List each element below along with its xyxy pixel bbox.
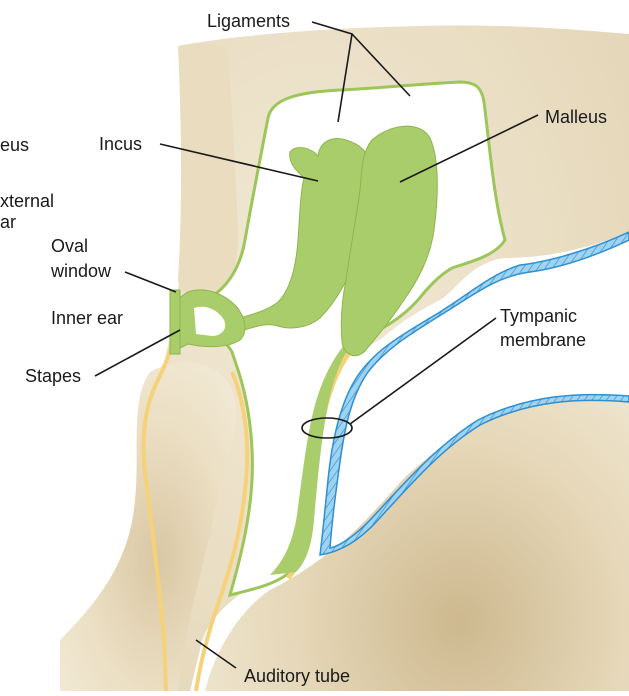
label-malleus-cut: eus: [0, 135, 29, 155]
label-stapes: Stapes: [25, 366, 81, 386]
label-ligaments: Ligaments: [207, 11, 290, 31]
upper-left-bone: [178, 44, 238, 298]
label-tympanic-line1: Tympanic: [500, 306, 577, 326]
label-malleus: Malleus: [545, 107, 607, 127]
label-auditory-tube: Auditory tube: [244, 666, 350, 686]
label-incus: Incus: [99, 134, 142, 154]
label-inner-ear: Inner ear: [51, 308, 123, 328]
label-external-ear-line2: ar: [0, 212, 16, 232]
label-external-ear-line1: xternal: [0, 191, 54, 211]
label-oval-window-line1: Oval: [51, 236, 88, 256]
label-oval-window-line2: window: [50, 261, 112, 281]
label-tympanic-line2: membrane: [500, 330, 586, 350]
